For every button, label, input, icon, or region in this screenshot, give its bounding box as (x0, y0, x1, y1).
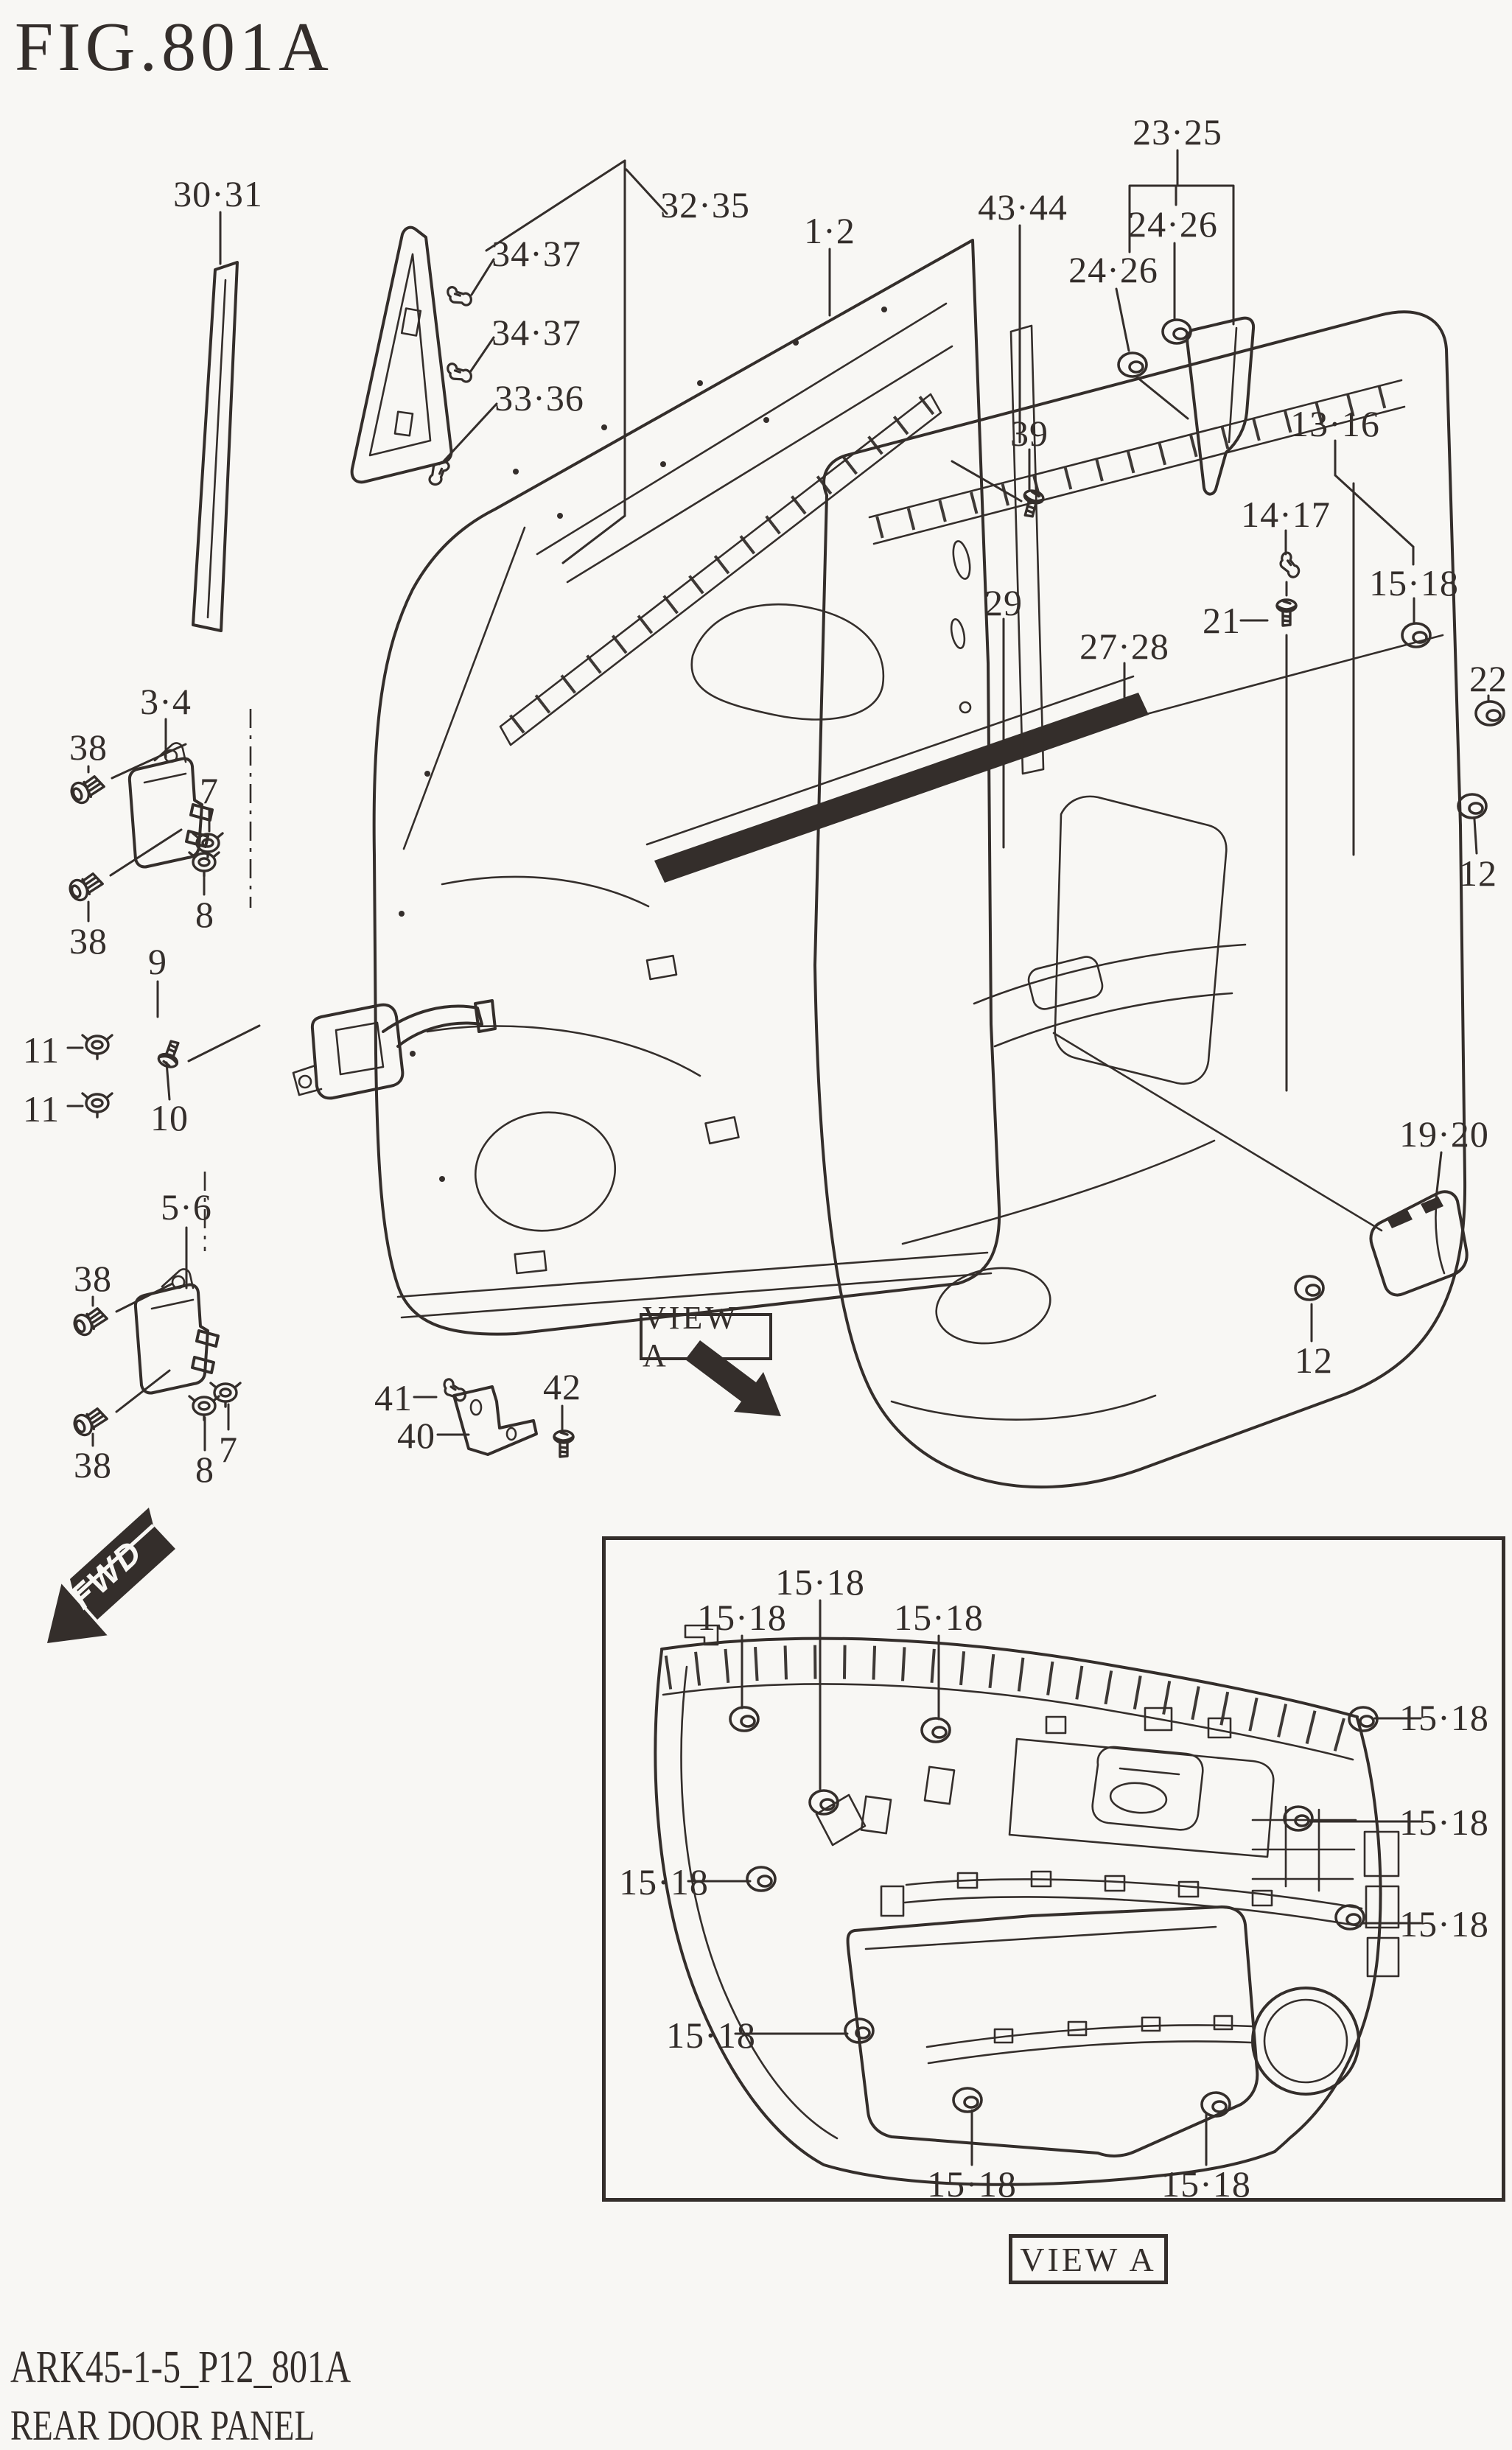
part-callout: 3·4 (140, 681, 192, 722)
view-a-detail-box (602, 1536, 1505, 2202)
view-a-lower-label: VIEW A (1020, 2240, 1157, 2278)
view-a-callout-box: VIEW A (640, 1300, 772, 1373)
part-callout: 43·44 (978, 186, 1068, 228)
part-callout: 39 (1010, 413, 1049, 454)
part-callout: 40 (397, 1415, 435, 1456)
part-callout: 10 (150, 1097, 189, 1138)
part-callout: 15·18 (1399, 1697, 1489, 1738)
leader-lines (66, 149, 1490, 2166)
part-callout: 15·18 (927, 2163, 1017, 2205)
part-callout: 27·28 (1079, 626, 1169, 667)
part-callout: 42 (543, 1366, 581, 1407)
part-callout: 7 (200, 770, 219, 811)
part-callout: 5·6 (161, 1186, 212, 1228)
part-callout: 15·18 (1399, 1802, 1489, 1843)
door-shell-art (203, 239, 1228, 1336)
part-callout: 15·18 (1161, 2163, 1251, 2205)
part-callout: 15·18 (1369, 562, 1459, 603)
part-callout: 11 (22, 1029, 60, 1071)
part-callout: 7 (219, 1429, 238, 1470)
page-title: FIG.801A (15, 9, 333, 85)
part-callout: 12 (1295, 1340, 1333, 1381)
view-a-upper-label: VIEW A (643, 1300, 739, 1373)
part-callout: 38 (74, 1444, 112, 1485)
figure-code: ARK45-1-5_P12_801A (10, 2342, 351, 2393)
part-callout: 11 (22, 1088, 60, 1130)
view-a-caption-box: VIEW A (1009, 2234, 1168, 2284)
part-callout: 9 (148, 941, 167, 982)
part-callout: 38 (69, 920, 108, 962)
part-callout: 13·16 (1290, 403, 1380, 444)
part-callout: 24·26 (1128, 203, 1218, 245)
figure-name: REAR DOOR PANEL (10, 2401, 315, 2449)
part-callout: 15·18 (1399, 1903, 1489, 1945)
part-callout: 34·37 (491, 233, 581, 274)
part-callout: 1·2 (804, 210, 855, 251)
trim-panel-art (645, 310, 1467, 1489)
part-callout: 15·18 (619, 1861, 709, 1903)
part-callout: 38 (69, 727, 108, 768)
part-callout: 15·18 (775, 1561, 865, 1603)
part-callout: 29 (984, 582, 1023, 623)
part-callout: 33·36 (494, 377, 584, 419)
part-callout: 14·17 (1241, 494, 1331, 535)
part-callout: 30·31 (173, 173, 263, 214)
part-callout: 24·26 (1068, 249, 1158, 290)
part-callout: 15·18 (666, 2015, 756, 2056)
part-callout: 8 (195, 894, 214, 935)
part-callout: 22 (1469, 658, 1508, 699)
part-callout: 41 (374, 1377, 413, 1418)
part-callout: 8 (195, 1449, 214, 1490)
part-callout: 15·18 (697, 1597, 787, 1638)
part-callout: 23·25 (1133, 111, 1222, 153)
part-callout: 15·18 (894, 1597, 984, 1638)
small-parts-art (127, 159, 1469, 1456)
part-callout: 32·35 (660, 184, 750, 225)
part-callout: 12 (1459, 853, 1497, 894)
part-callout: 19·20 (1399, 1113, 1489, 1155)
part-callout: 21 (1203, 600, 1241, 641)
part-callout: 34·37 (491, 312, 581, 353)
part-callout: 38 (74, 1258, 112, 1299)
view-a-panel-art (654, 1624, 1400, 2186)
